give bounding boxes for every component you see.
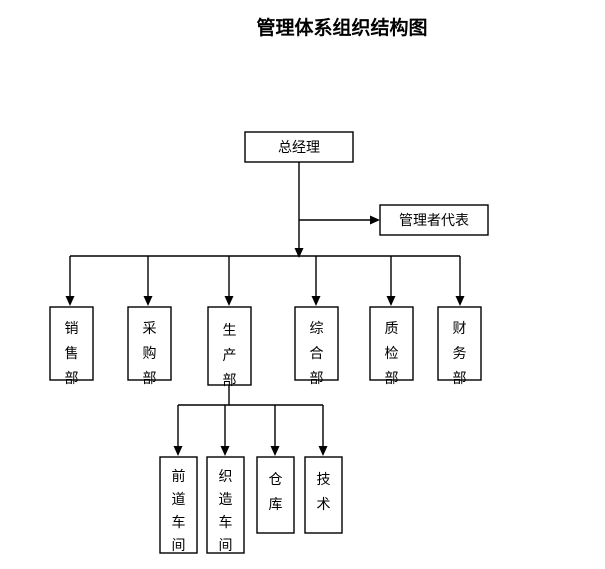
node-technology[interactable]: 技术 bbox=[304, 456, 343, 534]
node-box-sales-department[interactable] bbox=[49, 306, 94, 381]
arrow-general bbox=[311, 296, 321, 306]
node-label-general-affairs-department: 综合部 bbox=[310, 321, 324, 387]
node-production-department[interactable]: 生产部 bbox=[207, 306, 252, 389]
arrow-purchase bbox=[143, 296, 153, 306]
node-purchasing-department[interactable]: 采购部 bbox=[127, 306, 172, 387]
node-box-production-department[interactable] bbox=[207, 306, 252, 386]
node-box-general-affairs-department[interactable] bbox=[294, 306, 339, 381]
node-label-sales-department: 销售部 bbox=[65, 321, 79, 387]
arrow-production bbox=[224, 296, 234, 306]
node-box-front-process-workshop[interactable] bbox=[159, 456, 198, 554]
arrow-qc bbox=[386, 296, 396, 306]
arrow-sales bbox=[65, 296, 75, 306]
node-quality-control-department[interactable]: 质检部 bbox=[369, 306, 414, 387]
arrow-weave-ws bbox=[220, 446, 230, 456]
arrow-gm-to-bus bbox=[294, 248, 304, 258]
node-management-representative[interactable]: 管理者代表 bbox=[379, 204, 489, 236]
node-sales-department[interactable]: 销售部 bbox=[49, 306, 94, 387]
node-label-weaving-workshop: 织造车间 bbox=[219, 469, 233, 554]
node-label-warehouse: 仓库 bbox=[269, 472, 283, 513]
arrow-finance bbox=[455, 296, 465, 306]
page-title: 管理体系组织结构图 bbox=[256, 16, 427, 39]
arrow-tech bbox=[318, 446, 328, 456]
node-warehouse[interactable]: 仓库 bbox=[256, 456, 295, 534]
arrow-warehouse bbox=[270, 446, 280, 456]
node-label-finance-department: 财务部 bbox=[453, 321, 467, 387]
node-box-weaving-workshop[interactable] bbox=[206, 456, 245, 554]
node-box-warehouse[interactable] bbox=[256, 456, 295, 534]
node-label-front-process-workshop: 前道车间 bbox=[172, 468, 186, 554]
node-label-production-department: 生产部 bbox=[223, 323, 237, 389]
node-box-general-manager[interactable] bbox=[244, 131, 354, 163]
node-box-purchasing-department[interactable] bbox=[127, 306, 172, 381]
node-box-quality-control-department[interactable] bbox=[369, 306, 414, 381]
node-box-technology[interactable] bbox=[304, 456, 343, 534]
connector-layer bbox=[65, 162, 465, 456]
node-finance-department[interactable]: 财务部 bbox=[437, 306, 482, 387]
node-label-technology: 技术 bbox=[317, 472, 331, 513]
node-label-management-representative: 管理者代表 bbox=[399, 213, 469, 229]
node-general-affairs-department[interactable]: 综合部 bbox=[294, 306, 339, 387]
node-front-process-workshop[interactable]: 前道车间 bbox=[159, 456, 198, 554]
node-label-purchasing-department: 采购部 bbox=[143, 321, 157, 387]
node-general-manager[interactable]: 总经理 bbox=[244, 131, 354, 163]
node-label-general-manager: 总经理 bbox=[278, 140, 320, 156]
node-box-management-representative[interactable] bbox=[379, 204, 489, 236]
arrow-front-ws bbox=[173, 446, 183, 456]
node-label-quality-control-department: 质检部 bbox=[385, 321, 399, 387]
node-box-finance-department[interactable] bbox=[437, 306, 482, 381]
node-weaving-workshop[interactable]: 织造车间 bbox=[206, 456, 245, 554]
arrow-to-mgmt-rep bbox=[370, 215, 380, 225]
